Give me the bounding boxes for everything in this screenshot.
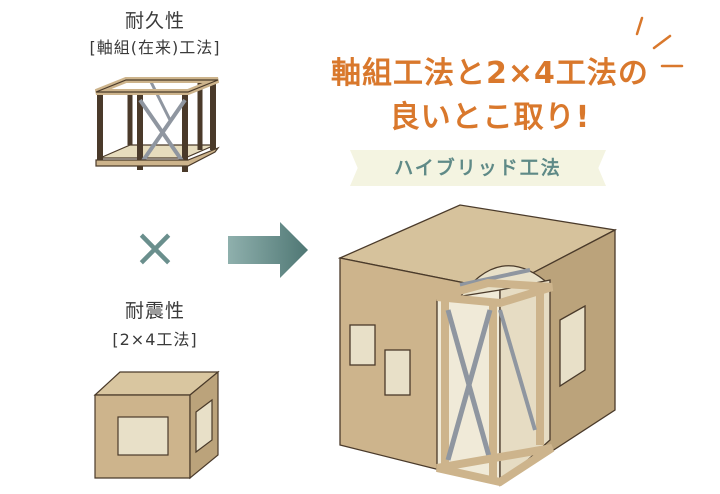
arrow-right-icon (228, 222, 308, 278)
earthquake-resistance-title: 耐震性 (124, 300, 185, 322)
headline-line-2: 良いとこ取り! (389, 100, 591, 135)
hybrid-house-icon (337, 204, 618, 487)
framework-method-label: [軸組(在来)工法] (89, 38, 221, 57)
hybrid-method-ribbon: ハイブリッド工法 (350, 150, 606, 186)
emphasis-lines-icon (635, 16, 684, 68)
multiply-symbol: × (132, 216, 178, 279)
panel-box-cube-icon (93, 370, 220, 480)
timber-frame-cube-icon (94, 77, 220, 172)
headline-line-1: 軸組工法と2×4工法の (331, 56, 649, 91)
durability-title: 耐久性 (124, 10, 185, 32)
two-by-four-method-label: [2×4工法] (112, 330, 198, 349)
